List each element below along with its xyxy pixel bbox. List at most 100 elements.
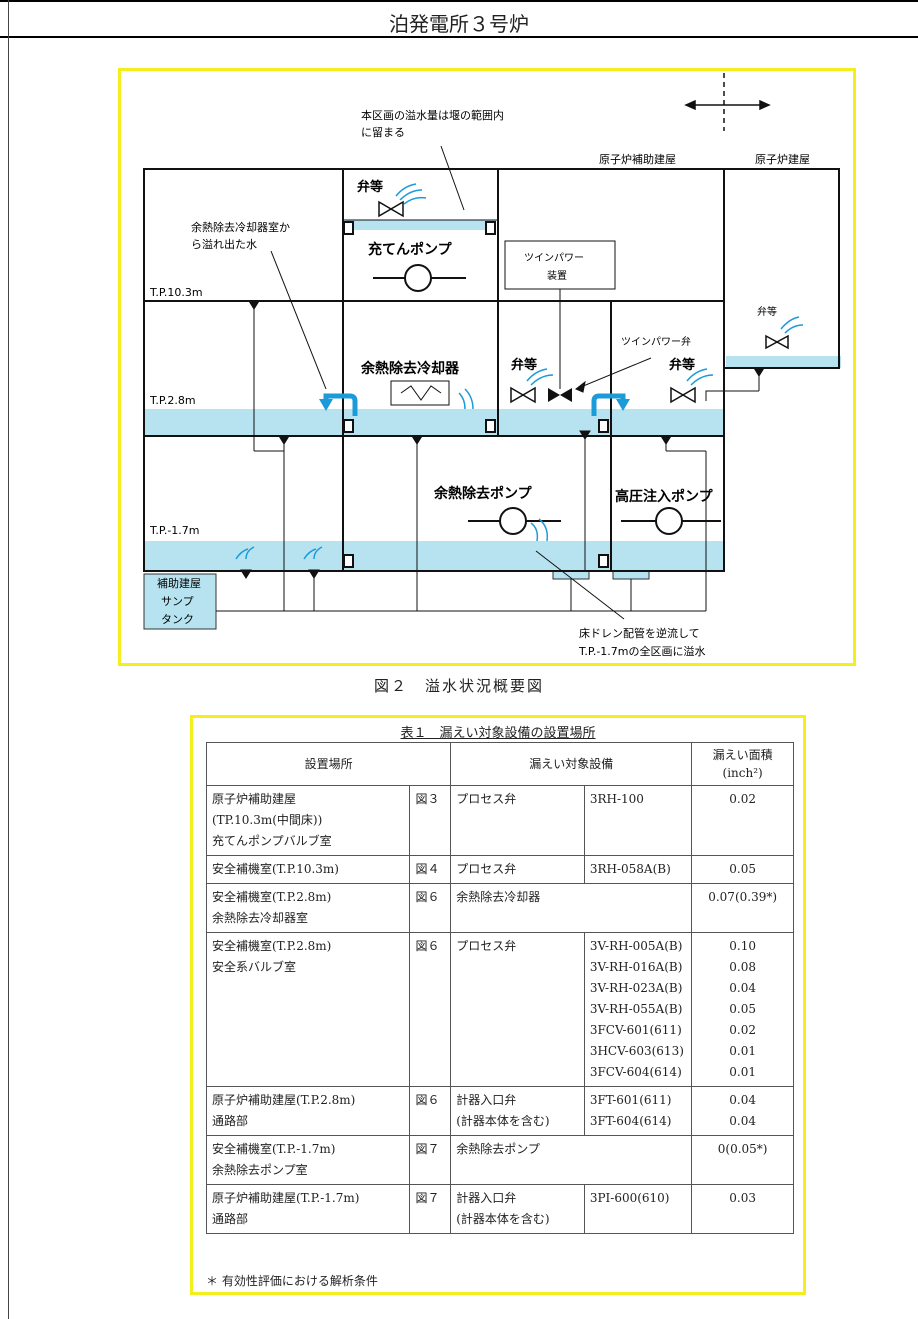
sump-tank-line1: 補助建屋 [157,576,201,590]
pump-icon [373,264,721,535]
cell-leak-area: 0.07(0.39*) [691,883,794,933]
equipment-id: 3V-RH-023A(B) [589,981,683,995]
sump-tank-line2: サンプ [161,595,194,608]
flood-diagram-frame: 本区画の溢水量は堰の範囲内 に留まる 原子炉補助建屋 原子炉建屋 余熱除去冷却器… [118,68,856,666]
note-top-line1: 本区画の溢水量は堰の範囲内 [361,108,504,122]
location-line: 安全系バルブ室 [212,960,297,974]
cell-leak-area: 0.10 0.08 0.04 0.05 0.02 0.01 0.01 [691,932,794,1087]
cell-equipment-type: プロセス弁 [450,785,585,856]
overflow-arrowheads [319,399,630,411]
leak-area-value: 0.08 [729,960,756,974]
drain-pipes [216,300,765,612]
location-line: 通路部 [212,1212,249,1226]
cell-location: 原子炉補助建屋 (TP.10.3m(中間床)) 充てんポンプバルブ室 [205,785,411,856]
sump-tank-line3: タンク [161,613,194,626]
valve-label-2: 弁等 [511,357,537,373]
water-level-3 [144,541,724,570]
twin-valve-label: ツインパワー弁 [621,335,691,348]
page-title: 泊発電所３号炉 [389,12,529,36]
valve-label-3: 弁等 [669,357,695,373]
table-header-row: 設置場所 漏えい対象設備 漏えい面積 (inch²) [205,742,794,786]
charging-pump-label: 充てんポンプ [368,241,453,258]
header-area-line2: (inch²) [722,766,763,780]
figure-caption: 図２ 溢水状況概要図 [373,677,544,695]
cell-location: 安全補機室(T.P.2.8m) 余熱除去冷却器室 [205,883,411,933]
equipment-id: 3FT-601(611) [589,1093,672,1107]
note-top-line2: に留まる [361,126,405,139]
sump-tank [143,573,217,630]
boundary-arrow [684,99,771,111]
level-label-minus-1-7: T.P.-1.7m [149,524,200,537]
cell-location: 安全補機室(T.P.10.3m) [205,855,411,884]
level-label-10-3: T.P.10.3m [149,286,203,299]
water-level-2 [144,409,724,436]
equipment-id: 3FCV-601(611) [589,1023,682,1037]
location-line: 安全補機室(T.P.-1.7m) [212,1142,336,1156]
equipment-id: 3FCV-604(614) [589,1065,682,1079]
cell-equipment-type: 計器入口弁 (計器本体を含む) [450,1184,585,1234]
cell-figure-ref: 図６ [409,1086,452,1136]
header-equipment: 漏えい対象設備 [450,742,693,786]
cell-leak-area: 0.03 [691,1184,794,1234]
flood-diagram: 本区画の溢水量は堰の範囲内 に留まる 原子炉補助建屋 原子炉建屋 余熱除去冷却器… [143,73,841,658]
equipment-table-frame: 表１ 漏えい対象設備の設置場所 設置場所 漏えい対象設備 漏えい面積 (inch… [190,715,806,1295]
overflow-note-line2: ら溢れ出た水 [191,237,257,251]
building-walls [143,168,840,572]
hp-pump-label: 高圧注入ポンプ [615,488,714,505]
cell-equipment-id: 3PI-600(610) [583,1184,693,1234]
table-row: 原子炉補助建屋(T.P.-1.7m) 通路部 図７ 計器入口弁 (計器本体を含む… [205,1184,794,1234]
cooler-coil [400,385,442,401]
cell-figure-ref: 図３ [409,785,452,856]
leak-area-value: 0.05 [729,1002,756,1016]
cell-figure-ref: 図７ [409,1184,452,1234]
header-divider [8,0,9,38]
location-line: 通路部 [212,1114,249,1128]
table-footnote: ＊ 有効性評価における解析条件 [206,1274,378,1288]
cell-equipment-type: プロセス弁 [450,855,585,884]
leak-area-value: 0.01 [729,1044,756,1058]
cell-location: 安全補機室(T.P.-1.7m) 余熱除去ポンプ室 [205,1135,411,1185]
cell-leak-area: 0.04 0.04 [691,1086,794,1136]
cell-equipment-id: 3FT-601(611) 3FT-604(614) [583,1086,693,1136]
equipment-id: 3V-RH-005A(B) [589,939,683,953]
twin-power-device [504,240,616,290]
location-line: 原子炉補助建屋 [212,792,297,806]
cell-equipment-id: 3RH-100 [583,785,693,856]
location-line: 余熱除去冷却器室 [212,911,309,925]
cell-equipment-type: 余熱除去冷却器 [450,883,693,933]
header-area-line1: 漏えい面積 [712,748,773,762]
leak-area-value: 0.01 [729,1065,756,1079]
cell-leak-area: 0.02 [691,785,794,856]
cell-figure-ref: 図４ [409,855,452,884]
level-label-2-8: T.P.2.8m [149,394,196,407]
cell-location: 安全補機室(T.P.2.8m) 安全系バルブ室 [205,932,411,1087]
table-row: 安全補機室(T.P.10.3m) 図４ プロセス弁 3RH-058A(B) 0.… [205,855,794,884]
overflow-arrow-icon [323,393,626,416]
twin-device-line2: 装置 [547,269,567,282]
overflow-note-line1: 余熱除去冷却器室か [191,220,290,234]
cell-figure-ref: 図６ [409,883,452,933]
cell-figure-ref: 図６ [409,932,452,1087]
building-aux-label: 原子炉補助建屋 [599,152,676,166]
water-reactor-building [726,356,841,368]
table-row: 安全補機室(T.P.2.8m) 安全系バルブ室 図６ プロセス弁 3V-RH-0… [205,932,794,1087]
table-row: 原子炉補助建屋(T.P.2.8m) 通路部 図６ 計器入口弁 (計器本体を含む)… [205,1086,794,1136]
location-line: 原子炉補助建屋(T.P.-1.7m) [212,1191,360,1205]
cell-figure-ref: 図７ [409,1135,452,1185]
equipment-id: 3V-RH-016A(B) [589,960,683,974]
page-margin-rule [8,38,9,1319]
header-location: 設置場所 [205,742,452,786]
equipment-table: 設置場所 漏えい対象設備 漏えい面積 (inch²) 原子炉補助建屋 (TP.1… [205,742,794,1234]
equipment-id: 3FT-604(614) [589,1114,672,1128]
weir-blocks [343,221,609,568]
page-header: 泊発電所３号炉 [0,0,918,38]
table-row: 安全補機室(T.P.2.8m) 余熱除去冷却器室 図６ 余熱除去冷却器 0.07… [205,883,794,933]
cell-equipment-id: 3V-RH-005A(B) 3V-RH-016A(B) 3V-RH-023A(B… [583,932,693,1087]
rhr-cooler-label: 余熱除去冷却器 [360,360,460,377]
cell-equipment-type: 余熱除去ポンプ [450,1135,693,1185]
drain-note-line2: T.P.-1.7mの全区画に溢水 [578,644,706,658]
cell-equipment-type: 計器入口弁 (計器本体を含む) [450,1086,585,1136]
cell-equipment-id: 3RH-058A(B) [583,855,693,884]
header-area: 漏えい面積 (inch²) [691,742,794,786]
valve-label-reactor: 弁等 [757,305,777,318]
